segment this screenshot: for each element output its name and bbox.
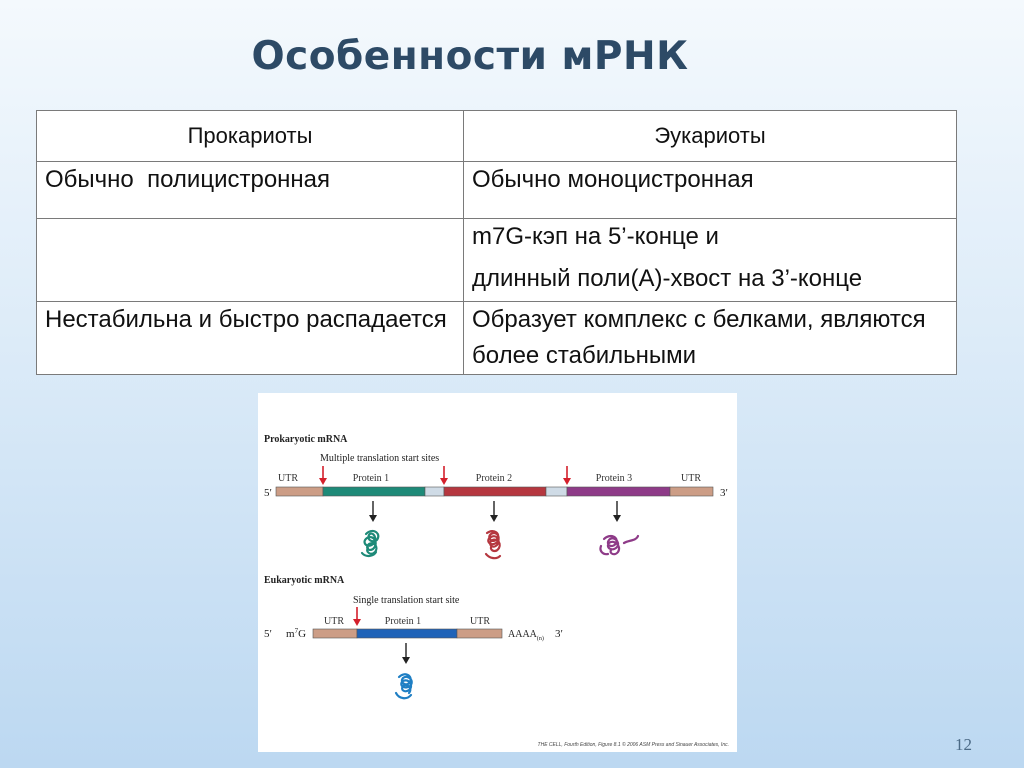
translation-arrows	[369, 501, 621, 522]
table-row: Обычно полицистронная Обычно моноцистрон…	[36, 161, 957, 219]
eukaryotic-title: Eukaryotic mRNA	[264, 575, 345, 586]
protein1-label: Protein 1	[353, 473, 389, 484]
cell-prok-empty	[36, 218, 464, 302]
slide-title: Особенности мРНК	[251, 34, 689, 79]
utr-label-3: UTR	[681, 473, 701, 484]
protein3-label: Protein 3	[596, 473, 632, 484]
eukaryotic-subtitle: Single translation start site	[353, 595, 460, 606]
cell-euk-stability: Образует комплекс с белками, являются бо…	[463, 301, 957, 375]
cell-euk-cistron: Обычно моноцистронная	[463, 161, 957, 219]
protein-1-coil-icon	[360, 529, 380, 558]
euk-protein-coil-icon	[394, 673, 413, 700]
slide-number: 12	[955, 735, 972, 754]
prokaryotic-title: Prokaryotic mRNA	[264, 434, 348, 445]
cell-prok-stability: Нестабильна и быстро распадается	[36, 301, 464, 375]
euk-protein1-label: Protein 1	[385, 616, 421, 627]
table-row: Нестабильна и быстро распадается Образуе…	[36, 301, 957, 375]
euk-five-prime: 5′	[264, 628, 272, 640]
table-row: m7G-кэп на 5’-конце и длинный поли(А)-хв…	[36, 218, 957, 302]
poly-a-tail-label: AAAA(n)	[508, 629, 544, 642]
protein2-label: Protein 2	[476, 473, 512, 484]
table-header-row: Прокариоты Эукариоты	[36, 110, 957, 162]
header-eukaryotes: Эукариоты	[463, 110, 957, 162]
cap-text: m7G-кэп на 5’-конце и	[472, 223, 719, 250]
prokaryotic-mrna-bar	[275, 486, 714, 497]
utr-label-5: UTR	[278, 473, 298, 484]
euk-translation-arrow	[402, 643, 410, 664]
prok-five-prime: 5′	[264, 487, 272, 499]
protein-2-coil-icon	[484, 530, 502, 560]
header-prokaryotes: Прокариоты	[36, 110, 464, 162]
m7g-cap-label: m7G	[286, 627, 306, 640]
euk-start-arrow	[353, 607, 361, 626]
protein-3-coil-icon	[599, 534, 640, 556]
cell-prok-cistron: Обычно полицистронная	[36, 161, 464, 219]
prok-three-prime: 3′	[720, 487, 728, 499]
mrna-diagram: Prokaryotic mRNA Multiple translation st…	[264, 434, 729, 748]
figure-credit: THE CELL, Fourth Edition, Figure 8.1 © 2…	[538, 741, 729, 748]
cell-euk-cap-tail: m7G-кэп на 5’-конце и длинный поли(А)-хв…	[463, 218, 957, 302]
euk-three-prime: 3′	[555, 628, 563, 640]
mrna-figure: Prokaryotic mRNA Multiple translation st…	[258, 393, 737, 752]
eukaryotic-mrna-bar	[312, 628, 503, 639]
start-site-arrows	[319, 466, 571, 485]
prokaryotic-subtitle: Multiple translation start sites	[320, 453, 439, 464]
polya-text: длинный поли(А)-хвост на 3’-конце	[472, 265, 863, 292]
comparison-table: Прокариоты Эукариоты Обычно полицистронн…	[36, 110, 957, 375]
euk-utr-label-5: UTR	[324, 616, 344, 627]
euk-utr-label-3: UTR	[470, 616, 490, 627]
